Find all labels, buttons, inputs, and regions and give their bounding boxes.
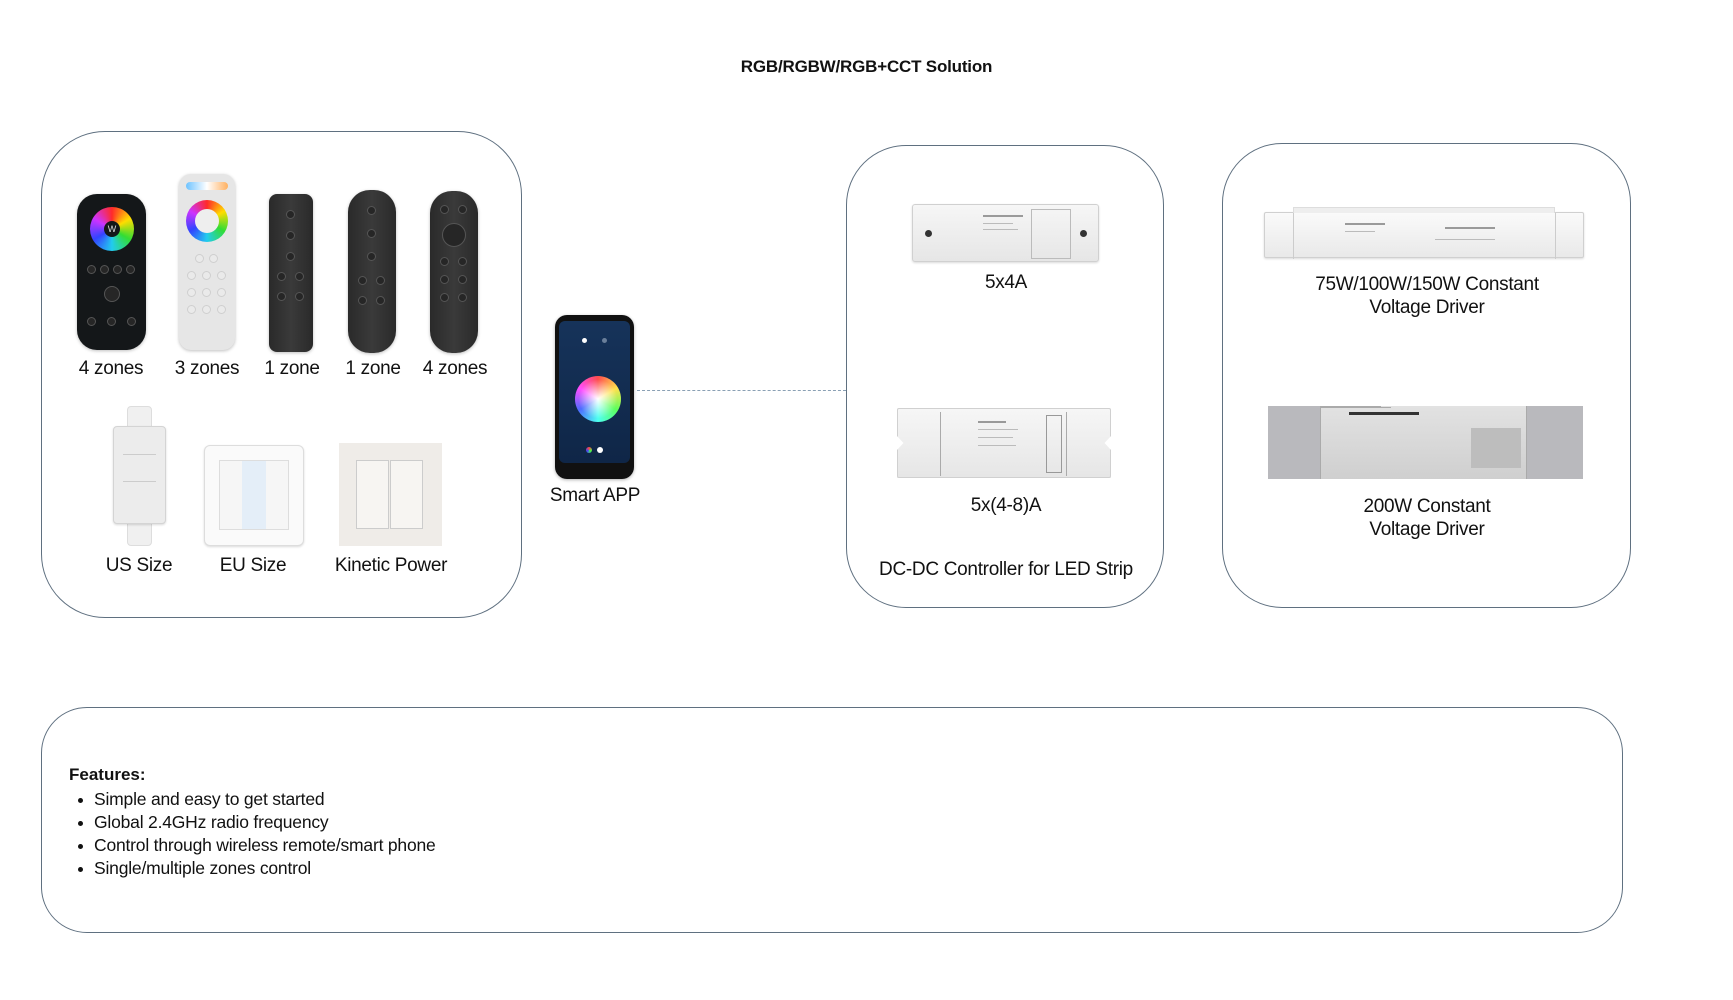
remote-control-rgb-wheel-white-icon bbox=[179, 174, 235, 350]
wall-panel-label-us: US Size bbox=[105, 555, 173, 576]
remote-label-5: 4 zones bbox=[422, 358, 488, 379]
remote-label-3: 1 zone bbox=[264, 358, 320, 379]
driver-label-1: 75W/100W/150W Constant Voltage Driver bbox=[1265, 273, 1589, 319]
remote-control-dpad-dark-icon bbox=[430, 191, 478, 353]
driver-label-1-line1: 75W/100W/150W Constant bbox=[1315, 274, 1539, 295]
controllers-caption: DC-DC Controller for LED Strip bbox=[879, 559, 1133, 580]
remote-control-rgb-wheel-black-icon: W bbox=[77, 194, 146, 350]
wall-panel-label-eu: EU Size bbox=[219, 555, 287, 576]
wall-panel-eu-icon bbox=[204, 445, 304, 546]
remote-control-oval-dark-icon bbox=[348, 190, 396, 353]
smartphone-color-wheel-icon bbox=[555, 315, 634, 479]
driver-label-1-line2: Voltage Driver bbox=[1369, 297, 1485, 318]
led-controller-large-icon bbox=[897, 408, 1111, 478]
wall-panel-us-icon bbox=[113, 406, 166, 546]
features-list: Simple and easy to get started Global 2.… bbox=[78, 788, 436, 880]
feature-item: Single/multiple zones control bbox=[78, 857, 436, 880]
app-label: Smart APP bbox=[549, 485, 641, 506]
led-driver-200w-icon bbox=[1268, 406, 1583, 479]
controller-label-1: 5x4A bbox=[984, 272, 1028, 293]
page-title: RGB/RGBW/RGB+CCT Solution bbox=[740, 57, 993, 76]
feature-item: Simple and easy to get started bbox=[78, 788, 436, 811]
driver-label-2-line1: 200W Constant bbox=[1363, 496, 1491, 517]
led-driver-slim-icon bbox=[1264, 207, 1584, 259]
remote-label-4: 1 zone bbox=[345, 358, 401, 379]
feature-item: Global 2.4GHz radio frequency bbox=[78, 811, 436, 834]
remote-label-1: 4 zones bbox=[78, 358, 144, 379]
connector-line bbox=[637, 390, 846, 391]
wall-panel-label-kinetic: Kinetic Power bbox=[334, 555, 448, 576]
driver-label-2-line2: Voltage Driver bbox=[1369, 519, 1485, 540]
feature-item: Control through wireless remote/smart ph… bbox=[78, 835, 436, 855]
led-controller-small-icon bbox=[912, 204, 1099, 262]
remote-control-slim-dark-icon bbox=[269, 194, 313, 352]
remote-label-2: 3 zones bbox=[174, 358, 240, 379]
features-title: Features: bbox=[69, 765, 146, 784]
driver-label-2: 200W Constant Voltage Driver bbox=[1265, 495, 1589, 541]
features-panel bbox=[41, 707, 1623, 933]
kinetic-switch-icon bbox=[339, 443, 442, 546]
controller-label-2: 5x(4-8)A bbox=[970, 495, 1042, 516]
